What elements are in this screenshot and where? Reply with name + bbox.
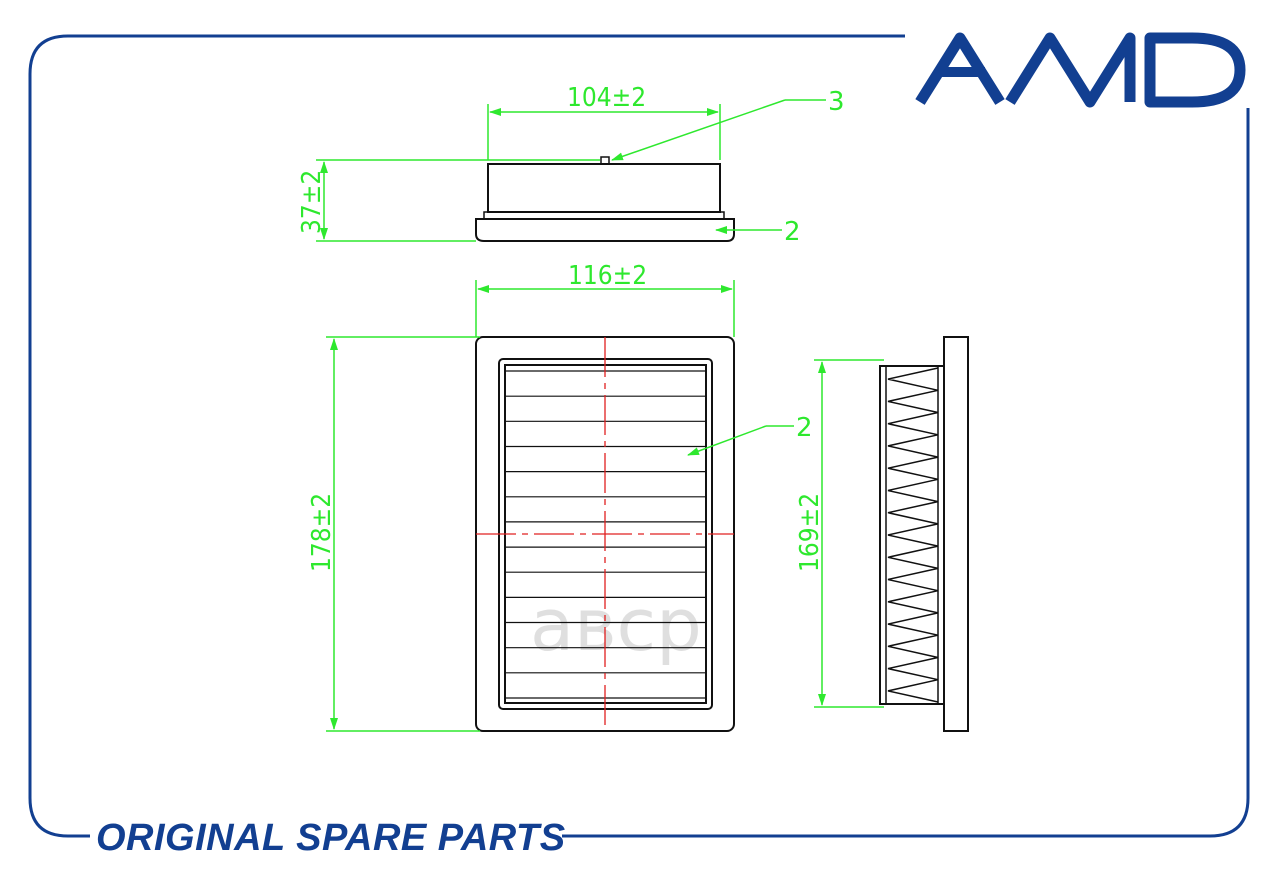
top-view: [475, 156, 735, 242]
footer: ORIGINAL SPARE PARTS: [96, 817, 566, 859]
amd-logo: [915, 32, 1246, 108]
dim-front-height-label: 178±2: [307, 493, 337, 572]
dim-top-width: 104±2: [487, 83, 721, 160]
dim-top-width-label: 104±2: [567, 83, 646, 113]
top-view-step: [483, 211, 725, 220]
callout-2-top-label: 2: [784, 217, 801, 247]
dim-side-height-label: 169±2: [795, 493, 825, 572]
callout-2-front-label: 2: [796, 413, 813, 443]
border-frame: [28, 34, 1250, 838]
front-view: [475, 336, 735, 732]
top-view-body: [487, 163, 721, 213]
top-view-flange: [475, 218, 735, 242]
side-view: [879, 336, 969, 732]
callout-2-top: 2: [715, 217, 801, 247]
callout-2-front: 2: [687, 413, 813, 456]
dim-top-height-label: 37±2: [297, 170, 327, 234]
dim-side-height: 169±2: [795, 359, 884, 708]
footer-label: ORIGINAL SPARE PARTS: [96, 817, 566, 859]
top-view-seal-tab: [600, 156, 610, 165]
dim-top-height: 37±2: [297, 159, 600, 242]
dim-front-width: 116±2: [475, 261, 735, 337]
callout-3-label: 3: [828, 87, 845, 117]
callout-3: 3: [611, 87, 845, 161]
watermark-text: авср: [530, 583, 702, 667]
side-view-pleats: [887, 367, 939, 703]
side-view-body: [879, 365, 945, 705]
side-view-flange: [943, 336, 969, 732]
dim-front-height: 178±2: [307, 336, 480, 732]
dim-front-width-label: 116±2: [568, 261, 647, 291]
